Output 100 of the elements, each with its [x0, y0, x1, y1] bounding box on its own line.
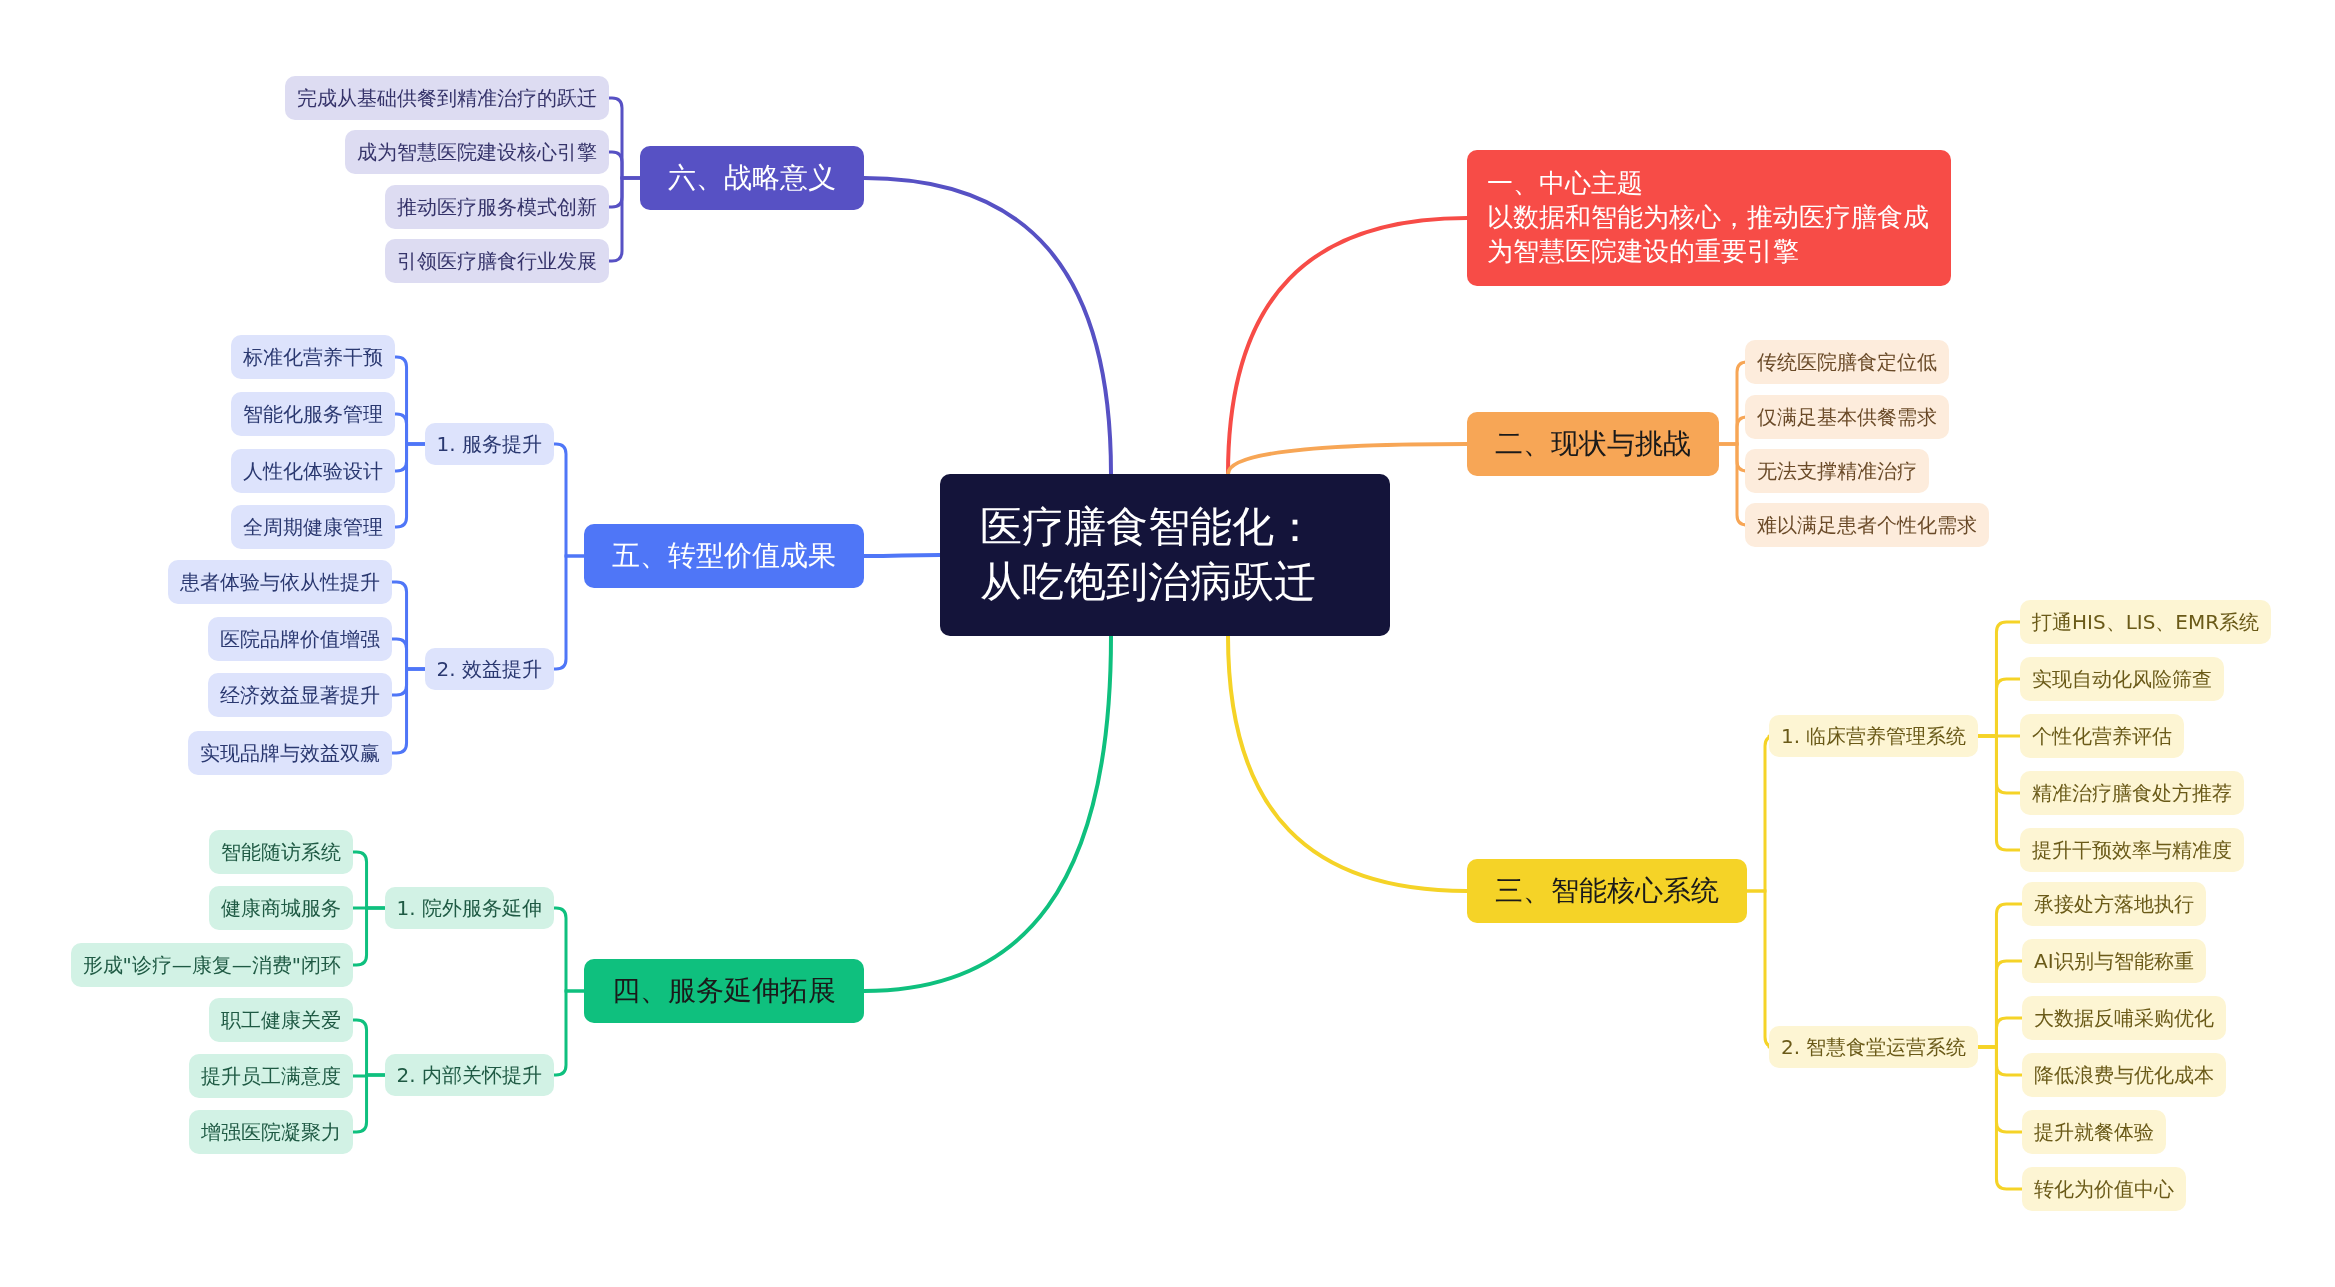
- connector-line: [552, 989, 586, 1077]
- topic-text: 2. 智慧食堂运营系统: [1781, 1033, 1967, 1061]
- leaf-topic-box: [2022, 1110, 2166, 1154]
- leaf-topic-box: [189, 1054, 353, 1098]
- topic-text: 1. 院外服务延伸: [396, 894, 542, 922]
- topic-text: 二、现状与挑战: [1495, 425, 1691, 462]
- subtopic-box: [384, 1054, 554, 1096]
- leaf-topic-box: [2020, 657, 2224, 701]
- leaf-topic-box: [231, 449, 395, 493]
- topic-text: 难以满足患者个性化需求: [1757, 511, 1977, 539]
- topic-text: 形成"诊疗—康复—消费"闭环: [82, 951, 341, 979]
- main-topic-box: [640, 146, 864, 210]
- topic-text: 无法支撑精准治疗: [1757, 457, 1917, 485]
- topic-text: 智能随访系统: [221, 838, 341, 866]
- topic-text: 个性化营养评估: [2032, 722, 2172, 750]
- topic-text: 患者体验与依从性提升: [180, 568, 380, 596]
- leaf-topic-box: [231, 505, 395, 549]
- topic-text: 推动医疗服务模式创新: [397, 193, 597, 221]
- topic-text: 转化为价值中心: [2034, 1175, 2174, 1203]
- topic-text: 仅满足基本供餐需求: [1757, 403, 1937, 431]
- topic-text: 实现自动化风险筛查: [2032, 665, 2212, 693]
- leaf-topic-box: [189, 1110, 353, 1154]
- connector-line: [1226, 634, 1469, 893]
- main-topic-box: [1467, 150, 1951, 286]
- topic-text: 大数据反哺采购优化: [2034, 1004, 2214, 1032]
- leaf-topic-box: [209, 998, 353, 1042]
- main-topic-box: [584, 959, 864, 1023]
- connector-line: [552, 554, 586, 671]
- leaf-topic-box: [2022, 939, 2206, 983]
- topic-text: AI识别与智能称重: [2034, 947, 2194, 975]
- connector-line: [1976, 1045, 2024, 1191]
- leaf-topic-box: [1745, 395, 1949, 439]
- topic-text: 实现品牌与效益双赢: [200, 739, 380, 767]
- central-topic-box: [940, 474, 1390, 636]
- leaf-topic-box: [2022, 996, 2226, 1040]
- topic-text: 一、中心主题: [1487, 167, 1643, 201]
- connector-line: [1226, 442, 1469, 476]
- leaf-topic-box: [2020, 771, 2244, 815]
- topic-text: 标准化营养干预: [243, 343, 383, 371]
- topic-text: 打通HIS、LIS、EMR系统: [2032, 608, 2260, 636]
- topic-text: 成为智慧医院建设核心引擎: [357, 138, 597, 166]
- leaf-topic-box: [70, 943, 353, 987]
- leaf-topic-box: [168, 560, 392, 604]
- topic-text: 1. 临床营养管理系统: [1781, 722, 1967, 750]
- leaf-topic-box: [208, 617, 392, 661]
- topic-text: 2. 内部关怀提升: [396, 1061, 542, 1089]
- leaf-topic-box: [2020, 828, 2244, 872]
- topic-text: 提升就餐体验: [2034, 1118, 2154, 1146]
- connector-line: [862, 553, 942, 558]
- leaf-topic-box: [209, 886, 353, 930]
- topic-text: 引领医疗膳食行业发展: [397, 247, 597, 275]
- leaf-topic-box: [208, 673, 392, 717]
- topic-text: 经济效益显著提升: [220, 681, 380, 709]
- topic-text: 三、智能核心系统: [1495, 872, 1719, 909]
- leaf-topic-box: [345, 130, 609, 174]
- main-topic-box: [1467, 412, 1719, 476]
- topic-text: 降低浪费与优化成本: [2034, 1061, 2214, 1089]
- leaf-topic-box: [385, 185, 609, 229]
- subtopic-box: [1769, 1026, 1979, 1068]
- topic-text: 医院品牌价值增强: [220, 625, 380, 653]
- topic-text: 2. 效益提升: [436, 655, 542, 683]
- subtopic-box: [384, 887, 554, 929]
- topic-text: 完成从基础供餐到精准治疗的跃迁: [297, 84, 597, 112]
- connector-line: [862, 176, 1113, 476]
- subtopic-box: [1769, 715, 1979, 757]
- topic-text: 职工健康关爱: [221, 1006, 341, 1034]
- leaf-topic-box: [231, 335, 395, 379]
- main-topic-box: [584, 524, 864, 588]
- central-topic-text: 医疗膳食智能化：从吃饱到治病跃迁: [980, 501, 1317, 608]
- topic-text: 提升干预效率与精准度: [2032, 836, 2232, 864]
- leaf-topic-box: [188, 731, 392, 775]
- leaf-topic-box: [1745, 449, 1929, 493]
- topic-text: 1. 服务提升: [436, 430, 542, 458]
- main-topic-box: [1467, 859, 1747, 923]
- leaf-topic-box: [385, 239, 609, 283]
- topic-text: 健康商城服务: [221, 894, 341, 922]
- connector-line: [862, 634, 1113, 993]
- topic-text: 精准治疗膳食处方推荐: [2032, 779, 2232, 807]
- topic-text: 六、战略意义: [668, 159, 836, 196]
- leaf-topic-box: [285, 76, 609, 120]
- leaf-topic-box: [2022, 1053, 2226, 1097]
- leaf-topic-box: [209, 830, 353, 874]
- topic-text: 全周期健康管理: [243, 513, 383, 541]
- subtopic-box: [424, 423, 554, 465]
- leaf-topic-box: [2020, 600, 2272, 644]
- leaf-topic-box: [1745, 340, 1949, 384]
- topic-text: 人性化体验设计: [243, 457, 383, 485]
- topic-text: 五、转型价值成果: [612, 537, 836, 574]
- topic-text: 四、服务延伸拓展: [612, 972, 836, 1009]
- topic-text: 增强医院凝聚力: [201, 1118, 341, 1146]
- connector-line: [607, 176, 642, 263]
- subtopic-box: [424, 648, 554, 690]
- leaf-topic-box: [2022, 882, 2206, 926]
- leaf-topic-box: [2020, 714, 2184, 758]
- topic-text: 承接处方落地执行: [2034, 890, 2194, 918]
- topic-text: 智能化服务管理: [243, 400, 383, 428]
- topic-text: 提升员工满意度: [201, 1062, 341, 1090]
- topic-description: 以数据和智能为核心，推动医疗膳食成为智慧医院建设的重要引擎: [1487, 201, 1930, 268]
- leaf-topic-box: [2022, 1167, 2186, 1211]
- leaf-topic-box: [231, 392, 395, 436]
